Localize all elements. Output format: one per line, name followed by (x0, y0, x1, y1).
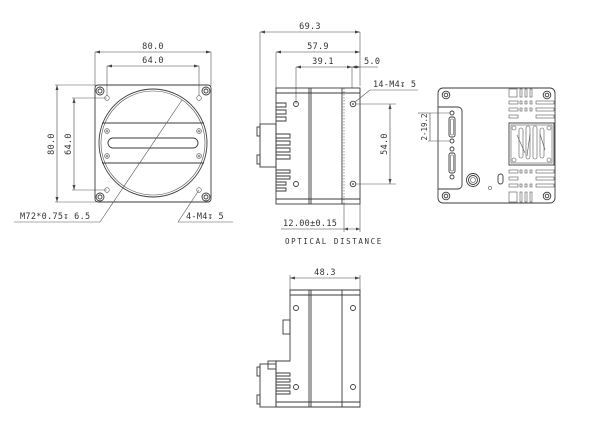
back-view: 2-19.2 (418, 87, 556, 204)
vent-block (508, 122, 555, 166)
dim-connector-spacing: 2-19.2 (420, 113, 429, 140)
side-rear-fins (276, 102, 291, 192)
dim-bottom-length: 48.3 (314, 268, 336, 278)
dim-mid-length: 39.1 (312, 57, 334, 67)
side-view: 69.3 57.9 39.1 5.0 (256, 22, 418, 246)
vent-grid-top (508, 88, 555, 119)
dim-optical-distance: 12.00±0.15 (283, 219, 337, 229)
front-corner-holes (95, 86, 211, 202)
dim-front-height-80: 80.0 (47, 133, 57, 155)
callout-lens-mount: M72*0.75↧ 6.5 (20, 212, 90, 222)
connector-top (448, 110, 456, 144)
connector-bottom (448, 146, 456, 180)
vent-grid-bottom (508, 169, 555, 203)
callout-front-holes: 4-M4↧ 5 (186, 212, 224, 222)
dim-front-hole-height-64: 64.0 (64, 133, 74, 155)
callout-side-holes: 14-M4↧ 5 (373, 80, 416, 90)
label-optical-distance: OPTICAL DISTANCE (285, 237, 383, 246)
dim-body-length: 57.9 (307, 42, 329, 52)
dim-front-hole-spacing-64: 64.0 (142, 56, 164, 66)
dim-front-width-80: 80.0 (142, 42, 164, 52)
bottom-view: 48.3 (256, 268, 361, 408)
dim-side-hole-spacing: 54.0 (380, 133, 390, 155)
dim-front-flange: 5.0 (364, 57, 380, 67)
dim-total-length: 69.3 (299, 22, 321, 32)
front-view: 80.0 64.0 80.0 64.0 (14, 42, 233, 223)
